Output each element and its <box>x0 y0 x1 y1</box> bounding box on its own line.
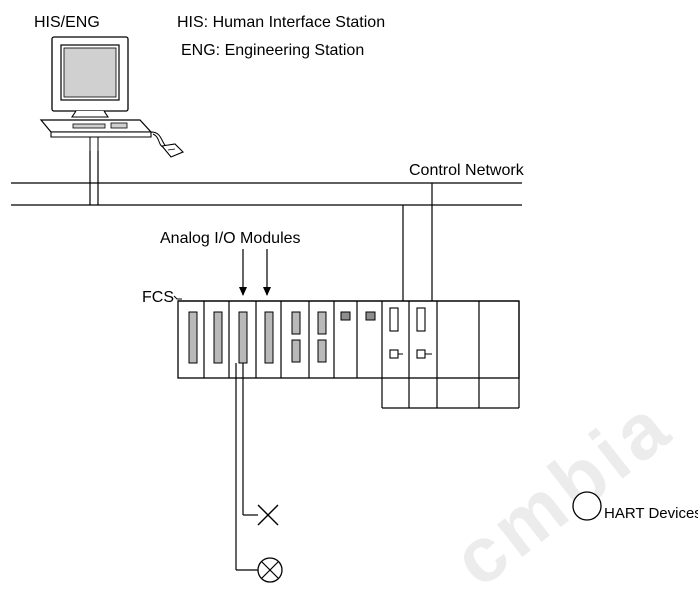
control-network-label: Control Network <box>409 162 525 179</box>
fcs-chassis <box>177 300 520 409</box>
fcs-slot-1 <box>188 311 198 364</box>
analog-arrow-right-head <box>263 287 271 296</box>
network-card-right-port <box>416 349 426 359</box>
his-eng-label: HIS/ENG <box>34 14 100 31</box>
fcs-indicator-right <box>365 311 376 321</box>
lamp-x-circle-icon <box>257 557 283 583</box>
watermark-text: cmbia <box>436 380 688 592</box>
fcs-label: FCS <box>142 289 174 306</box>
network-card-right-slot <box>416 307 426 332</box>
analog-io-modules-label: Analog I/O Modules <box>160 230 301 247</box>
fcs-slot-analog-a <box>238 311 248 364</box>
fcs-slot-6-top <box>317 311 327 335</box>
his-legend: HIS: Human Interface Station <box>177 14 385 31</box>
valve-x-icon <box>257 504 279 526</box>
fcs-slot-5-bottom <box>291 339 301 363</box>
eng-legend: ENG: Engineering Station <box>181 42 364 59</box>
watermark: cmbia <box>436 380 688 592</box>
fcs-label-pointer <box>173 295 182 300</box>
fcs-slot-5-top <box>291 311 301 335</box>
mouse-icon <box>152 133 184 158</box>
fcs-slot-6-bottom <box>317 339 327 363</box>
fcs-slot-analog-b <box>264 311 274 364</box>
network-card-left-port <box>389 349 399 359</box>
fcs-slot-2 <box>213 311 223 364</box>
analog-arrow-left-head <box>239 287 247 296</box>
hart-device-circle-icon <box>572 491 602 521</box>
hart-devices-label: HART Devices <box>604 505 698 522</box>
network-card-left-slot <box>389 307 399 332</box>
workstation-icon <box>39 36 171 151</box>
fcs-indicator-left <box>340 311 351 321</box>
